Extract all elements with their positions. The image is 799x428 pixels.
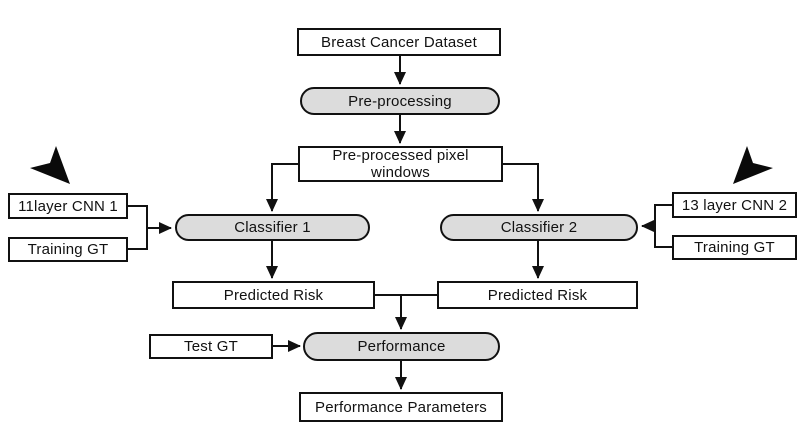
node-13-layer-cnn-2-label: 13 layer CNN 2: [681, 196, 788, 214]
edge-cnn2-traininggt-bracket: [654, 204, 672, 248]
node-pre-processed-pixel-windows: Pre-processed pixel windows: [298, 146, 503, 182]
node-performance-parameters: Performance Parameters: [299, 392, 503, 422]
node-performance-label: Performance: [357, 338, 446, 355]
edge-pixel-windows-to-classifier1: [266, 163, 298, 212]
node-pre-processed-pixel-windows-label: Pre-processed pixel windows: [332, 147, 469, 181]
node-classifier-2: Classifier 2: [440, 214, 638, 241]
node-pre-processing: Pre-processing: [300, 87, 500, 115]
node-classifier-1: Classifier 1: [175, 214, 370, 241]
right-pointer-arrow-icon: [733, 146, 773, 184]
node-pre-processing-label: Pre-processing: [348, 92, 452, 110]
node-13-layer-cnn-2: 13 layer CNN 2: [672, 192, 797, 218]
node-predicted-risk-right-label: Predicted Risk: [487, 286, 588, 304]
node-training-gt-right-label: Training GT: [694, 239, 775, 256]
node-performance: Performance: [303, 332, 500, 361]
left-pointer-arrow-icon: [30, 146, 70, 184]
edge-pixel-windows-to-classifier2: [503, 163, 544, 212]
node-classifier-2-label: Classifier 2: [500, 219, 578, 236]
node-test-gt: Test GT: [149, 334, 273, 359]
node-test-gt-label: Test GT: [184, 338, 238, 355]
node-breast-cancer-dataset-label: Breast Cancer Dataset: [321, 33, 477, 51]
node-11layer-cnn-1-label: 11layer CNN 1: [18, 197, 118, 215]
node-predicted-risk-left: Predicted Risk: [172, 281, 375, 309]
node-training-gt-left-label: Training GT: [27, 241, 109, 258]
node-classifier-1-label: Classifier 1: [234, 219, 311, 236]
node-predicted-risk-left-label: Predicted Risk: [223, 286, 324, 304]
node-11layer-cnn-1: 11layer CNN 1: [8, 193, 128, 219]
edge-cnn1-traininggt-bracket: [128, 205, 148, 250]
node-performance-parameters-label: Performance Parameters: [315, 398, 487, 416]
node-predicted-risk-right: Predicted Risk: [437, 281, 638, 309]
node-training-gt-left: Training GT: [8, 237, 128, 262]
node-breast-cancer-dataset: Breast Cancer Dataset: [297, 28, 501, 56]
node-training-gt-right: Training GT: [672, 235, 797, 260]
